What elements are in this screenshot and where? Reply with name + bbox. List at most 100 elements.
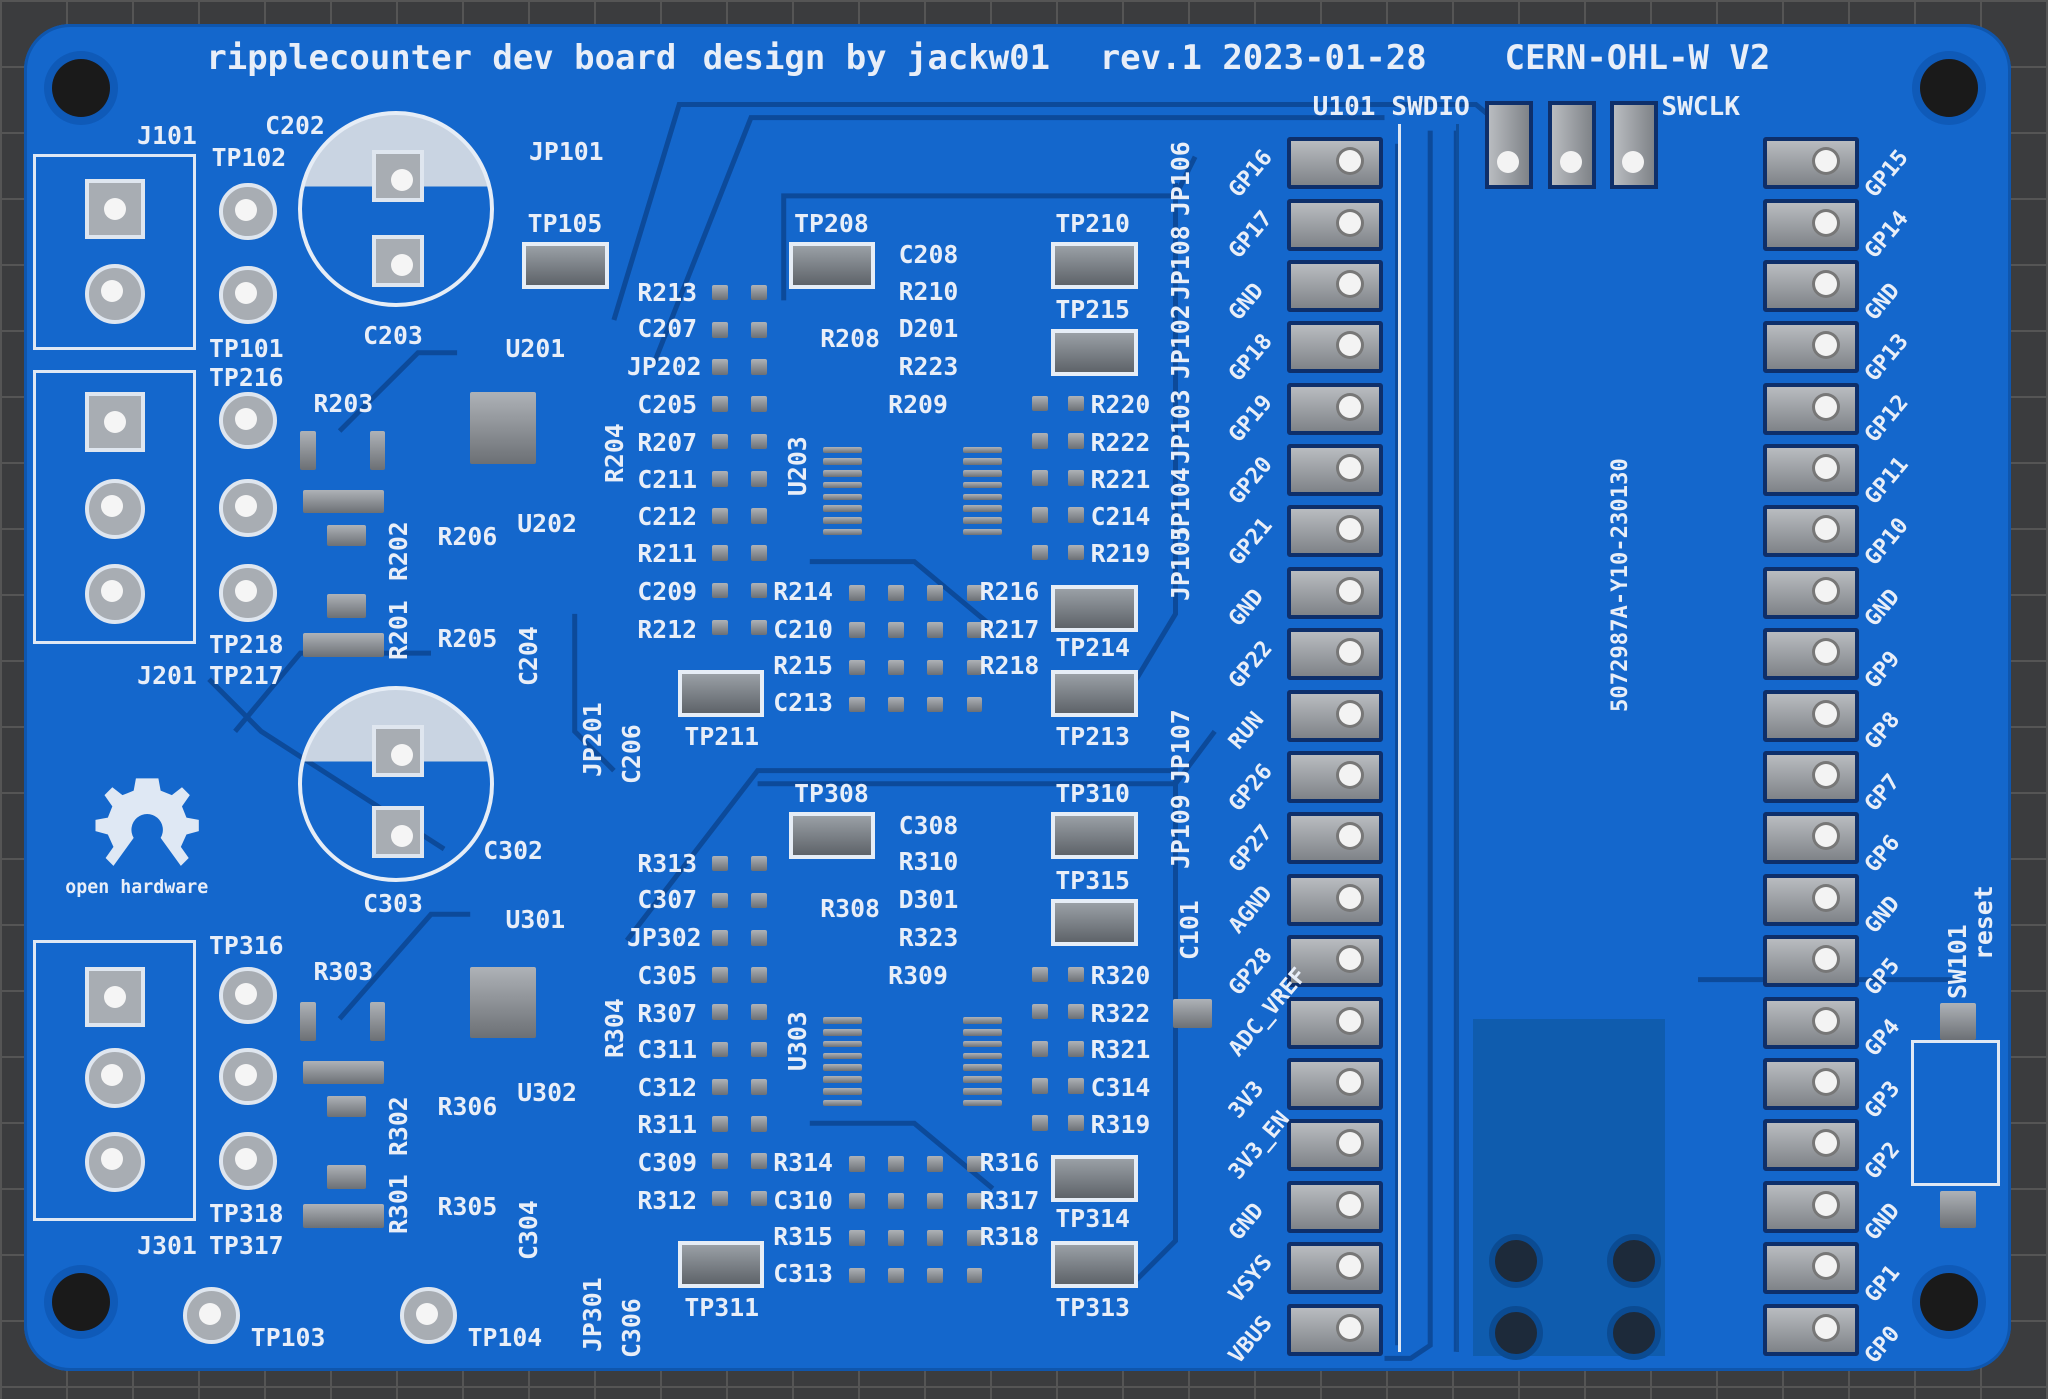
label-u302: U302 — [517, 1078, 577, 1108]
label-r221: R221 — [1090, 464, 1151, 494]
resistor-pad — [927, 696, 944, 713]
ic-pin — [962, 505, 1002, 512]
mounting-hole — [1920, 58, 1978, 117]
trace — [781, 155, 1198, 301]
header-pin-right — [1763, 1119, 1860, 1172]
c101-pad — [1172, 999, 1213, 1028]
label-c310: C310 — [773, 1185, 833, 1215]
label-r321: R321 — [1090, 1035, 1151, 1065]
ic-pin — [962, 493, 1002, 501]
open-hardware-logo — [91, 771, 203, 875]
ic-pin — [962, 470, 1002, 477]
label-c208: C208 — [898, 239, 959, 269]
header-pin-left — [1286, 812, 1383, 865]
order-code: 5072987A-Y10-230130 — [1607, 458, 1634, 712]
header-pin-left — [1286, 382, 1383, 435]
header-pin-left — [1286, 198, 1383, 251]
resistor-pad — [751, 1153, 767, 1169]
label-r311: R311 — [637, 1109, 698, 1139]
swclk-label: SWCLK — [1661, 92, 1740, 123]
label-c204: C204 — [514, 625, 544, 686]
header-pin-left — [1286, 1119, 1383, 1172]
label-r318: R318 — [979, 1222, 1040, 1252]
label-tp213: TP213 — [1055, 721, 1130, 751]
header-pin-right — [1763, 198, 1860, 251]
connector-outline — [32, 940, 196, 1222]
label-r219: R219 — [1090, 539, 1151, 569]
ic-pin — [822, 1029, 863, 1036]
resistor-pad — [1068, 1115, 1085, 1132]
switch-pad — [1939, 1003, 1977, 1040]
resistor-pad — [751, 582, 767, 599]
open-hardware-text: open hardware — [65, 877, 209, 899]
header-pin-left — [1286, 751, 1383, 804]
capacitor-pad — [372, 805, 425, 859]
label-r306: R306 — [437, 1091, 498, 1121]
header-pin-right — [1763, 751, 1860, 804]
header-pin-right — [1763, 1303, 1860, 1356]
trace — [1134, 182, 1178, 681]
label-tp101: TP101 — [208, 333, 284, 363]
capacitor-pad — [372, 724, 425, 778]
header-pin-left — [1286, 444, 1383, 497]
trace — [650, 115, 1385, 367]
header-pin-left — [1286, 137, 1383, 190]
label-tp210: TP210 — [1055, 208, 1130, 238]
label-r205: R205 — [437, 623, 498, 653]
header-pin-right — [1763, 505, 1860, 558]
ic-pin — [962, 458, 1002, 465]
terminal-pad-square — [84, 178, 145, 240]
label-tp104: TP104 — [467, 1322, 543, 1352]
mounting-slot — [1488, 1306, 1543, 1361]
resistor-pad — [927, 1230, 944, 1247]
label-r314: R314 — [773, 1147, 833, 1177]
electrolytic-capacitor — [297, 111, 494, 308]
capacitor-pad — [372, 235, 425, 288]
label-tp317: TP317 — [208, 1231, 284, 1261]
resistor-pad — [711, 508, 728, 524]
resistor-pad — [751, 1041, 767, 1058]
label-r211: R211 — [637, 539, 698, 569]
module-outline-line — [1456, 124, 1460, 1352]
ic-pin — [962, 517, 1002, 524]
resistor-pad — [1068, 470, 1085, 486]
label-c309: C309 — [637, 1147, 698, 1177]
connector-outline — [32, 154, 196, 351]
terminal-pad — [84, 263, 145, 324]
label-r220: R220 — [1090, 390, 1151, 420]
label-u301: U301 — [505, 904, 566, 934]
label-c305: C305 — [637, 960, 698, 990]
resistor-pad — [888, 1155, 904, 1172]
header-pin-left — [1286, 996, 1383, 1049]
mounting-hole — [52, 1273, 111, 1332]
label-r216: R216 — [979, 576, 1040, 606]
header-pin-left — [1286, 1180, 1383, 1233]
resistor-pad — [711, 1153, 728, 1169]
resistor-pad — [711, 1004, 728, 1021]
ic-pin — [962, 528, 1002, 536]
ic-pin — [822, 493, 863, 501]
label-jp105: JP105 — [1165, 526, 1195, 601]
passive-pad — [326, 525, 366, 546]
passive-pad — [300, 431, 317, 471]
header-pin-left — [1286, 505, 1383, 558]
sw101-label: SW101 — [1943, 924, 1973, 1000]
label-r303: R303 — [313, 957, 374, 986]
label-c314: C314 — [1090, 1073, 1151, 1103]
header-pin-right — [1763, 1057, 1860, 1110]
header-pin-right — [1763, 444, 1860, 497]
resistor-pad — [751, 433, 767, 450]
ic-pin — [822, 1088, 863, 1095]
label-r316: R316 — [979, 1147, 1040, 1177]
label-tp215: TP215 — [1055, 294, 1130, 324]
header-pin-right — [1763, 873, 1860, 926]
resistor-pad — [711, 892, 728, 909]
resistor-pad — [751, 1116, 767, 1132]
label-r210: R210 — [898, 276, 959, 306]
label-tp314: TP314 — [1055, 1203, 1130, 1233]
resistor-pad — [1031, 507, 1048, 524]
label-tp308: TP308 — [794, 779, 869, 809]
label-jp103: JP103 — [1165, 389, 1195, 464]
label-tp218: TP218 — [208, 630, 284, 660]
passive-pad — [369, 1001, 386, 1041]
